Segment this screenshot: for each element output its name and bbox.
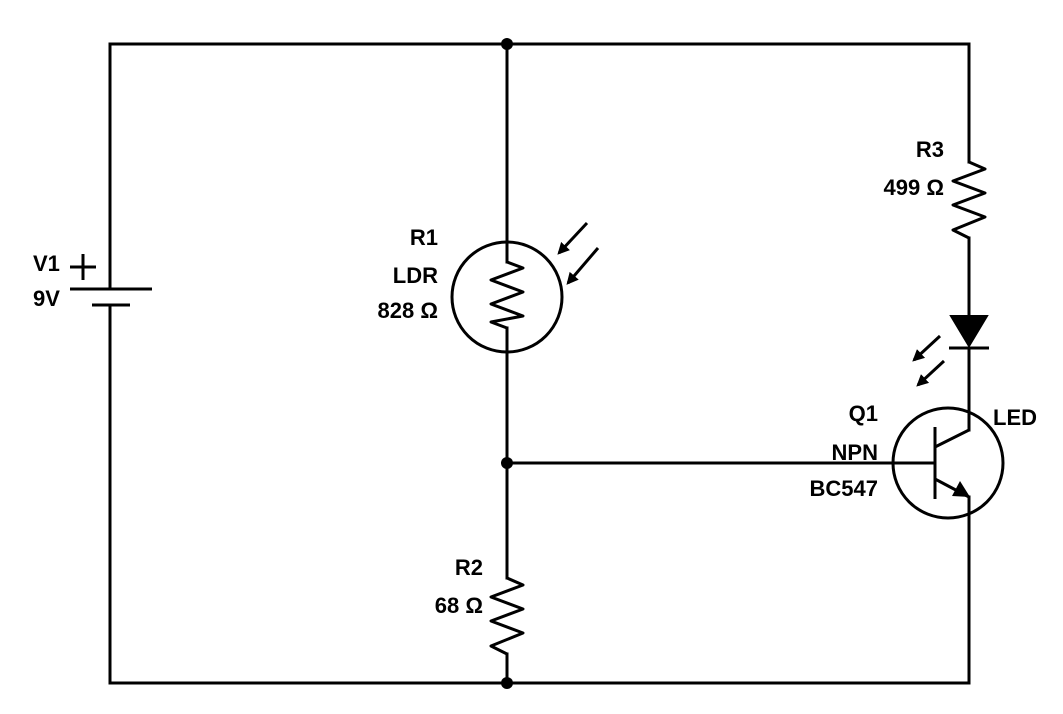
ldr-ref-label: R1 <box>410 225 438 250</box>
emission-arrow-icon <box>916 359 946 387</box>
ldr-value-label: 828 Ω <box>378 298 438 323</box>
led-label: LED <box>993 405 1037 430</box>
junctions <box>501 38 513 689</box>
battery-value-label: 9V <box>33 286 60 311</box>
transistor-type-label: NPN <box>832 440 878 465</box>
emission-arrow-icon <box>912 334 942 362</box>
battery-ref-label: V1 <box>33 251 60 276</box>
light-arrow-icon <box>566 247 600 285</box>
light-arrow-icon <box>557 221 589 255</box>
wire-bottom-left <box>108 303 509 685</box>
transistor-circle <box>891 406 1005 520</box>
emitter-arrow-icon <box>952 481 970 497</box>
ldr-zigzag <box>489 260 525 330</box>
r2-ref-label: R2 <box>455 555 483 580</box>
battery-v1: V1 9V <box>33 251 152 311</box>
ldr-type-label: LDR <box>393 263 438 288</box>
r3-value-label: 499 Ω <box>884 175 944 200</box>
r2-value-label: 68 Ω <box>435 593 483 618</box>
junction-dot <box>501 677 513 689</box>
led-triangle <box>949 315 989 348</box>
led: LED <box>912 315 1037 430</box>
junction-dot <box>501 457 513 469</box>
transistor-ref-label: Q1 <box>849 401 878 426</box>
ldr-circle <box>450 240 564 354</box>
wires <box>108 42 971 685</box>
resistor-r3: R3 499 Ω <box>884 137 987 240</box>
ldr-r1: R1 LDR 828 Ω <box>378 221 600 354</box>
transistor-part-label: BC547 <box>810 476 878 501</box>
r2-zigzag <box>489 576 525 656</box>
r3-zigzag <box>951 160 987 240</box>
transistor-q1: Q1 NPN BC547 <box>810 401 1005 520</box>
resistor-r2: R2 68 Ω <box>435 555 525 656</box>
wire-top-left <box>108 42 509 291</box>
junction-dot <box>501 38 513 50</box>
transistor-collector <box>934 428 970 449</box>
r3-ref-label: R3 <box>916 137 944 162</box>
wire-bottom-right <box>505 495 971 685</box>
